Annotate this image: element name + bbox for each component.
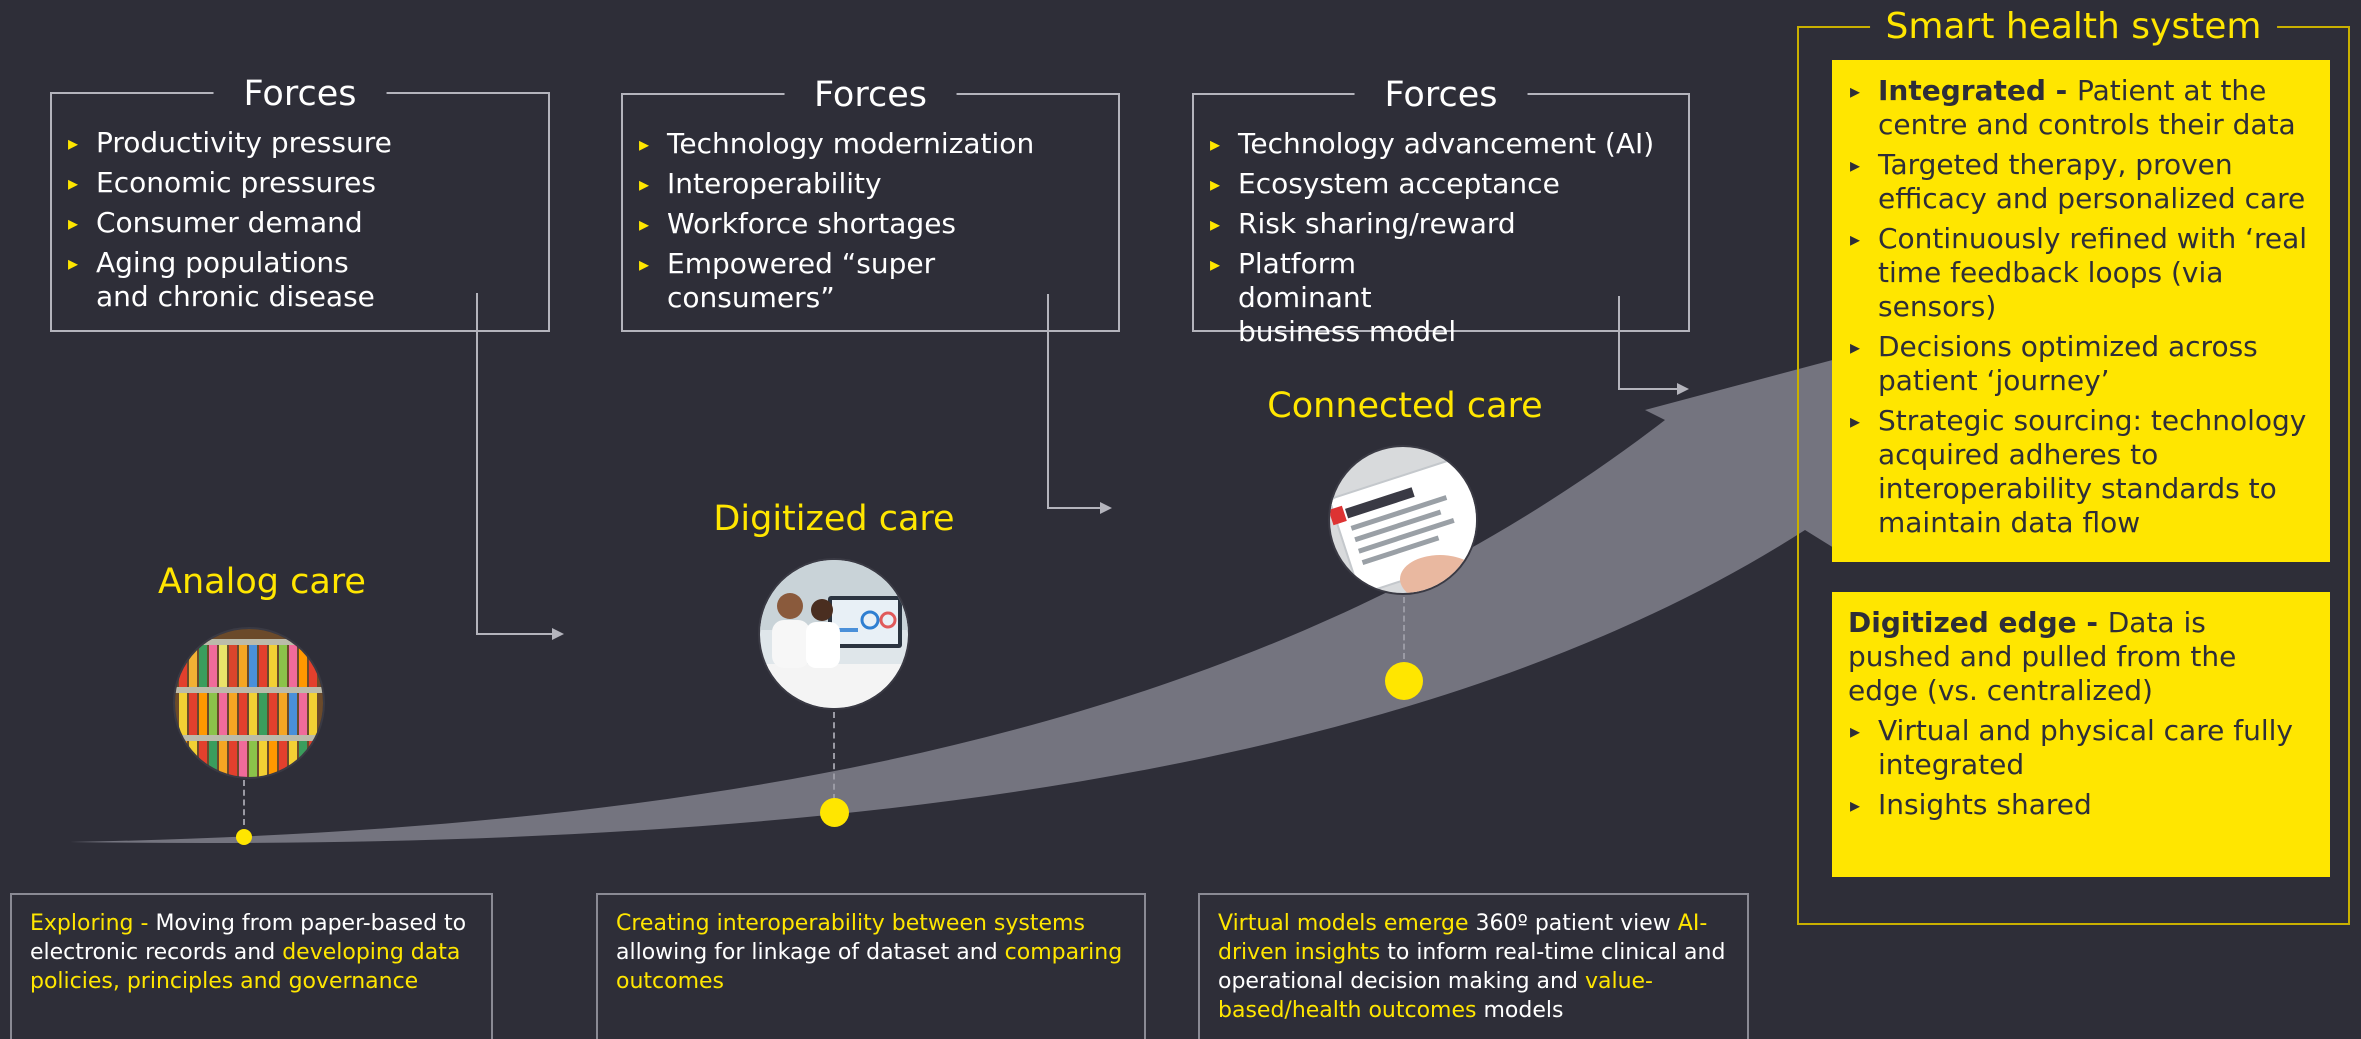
growth-curve-arrow [70, 358, 1842, 844]
force-item: Workforce shortages [637, 207, 1104, 241]
integrated-item: Decisions optimized across patient ‘jour… [1848, 330, 2314, 398]
digitized-edge-item: Virtual and physical care fully integrat… [1848, 714, 2314, 782]
force-item: Interoperability [637, 167, 1104, 201]
force-item: Aging populations and chronic disease [66, 246, 386, 314]
smart-health-system-frame: Smart health system [1797, 2, 2350, 925]
force-item: Technology advancement (AI) [1208, 127, 1674, 161]
force-item: Technology modernization [637, 127, 1104, 161]
forces-box-1: Forces Productivity pressure Economic pr… [50, 68, 550, 332]
digitized-edge-intro: Digitized edge - Data is pushed and pull… [1848, 606, 2314, 708]
force-item: Risk sharing/reward [1208, 207, 1674, 241]
desc-lead: Virtual models emerge [1218, 911, 1469, 936]
smart-health-digitized-edge-panel: Digitized edge - Data is pushed and pull… [1832, 592, 2330, 877]
force-item: Consumer demand [66, 206, 534, 240]
force-item: Platform dominant business model [1208, 247, 1498, 349]
integrated-list: Integrated - Patient at the centre and c… [1848, 74, 2314, 540]
stage-connector-connected [1403, 597, 1405, 659]
forces-title: Forces [1354, 69, 1528, 121]
doctors-at-monitor-photo [758, 558, 910, 710]
desc-text: models [1476, 998, 1564, 1023]
connector-arrowhead-3 [1677, 383, 1689, 395]
stage-label-connected-care: Connected care [1267, 386, 1543, 426]
digitized-edge-list: Virtual and physical care fully integrat… [1848, 714, 2314, 822]
force-item: Productivity pressure [66, 126, 534, 160]
stage-connector-digitized [833, 712, 835, 800]
desc-highlight: value-based/health outcomes [1218, 969, 1653, 1023]
integrated-item: Continuously refined with ‘real time fee… [1848, 222, 2314, 324]
stage-connector-analog [243, 780, 245, 825]
force-item: Empowered “super consumers” [637, 247, 1104, 315]
desc-highlight: comparing outcomes [616, 940, 1123, 994]
analog-care-description: Exploring - Moving from paper-based to e… [10, 893, 493, 1039]
connector-arrowhead-2 [1100, 502, 1112, 514]
stage-label-digitized-care: Digitized care [713, 499, 955, 539]
digitized-edge-bold: Digitized edge - [1848, 606, 2108, 639]
desc-lead: Creating interoperability between system… [616, 911, 1085, 936]
item-text: Patient at the centre and controls their… [1878, 74, 2296, 141]
connector-arrowhead-1 [552, 628, 564, 640]
forces-list: Technology advancement (AI) Ecosystem ac… [1208, 127, 1674, 349]
desc-text: to inform real-time clinical and operati… [1218, 940, 1726, 994]
integrated-item: Integrated - Patient at the centre and c… [1848, 74, 2314, 142]
force-item: Economic pressures [66, 166, 534, 200]
integrated-item: Targeted therapy, proven efficacy and pe… [1848, 148, 2314, 216]
stage-dot-analog [236, 829, 252, 845]
desc-lead: Exploring - [30, 911, 156, 936]
smart-health-integrated-panel: Integrated - Patient at the centre and c… [1832, 60, 2330, 562]
connector-arrow-1 [476, 293, 560, 635]
item-bold: Integrated - [1878, 74, 2078, 107]
digitized-edge-text: Data is pushed and pulled from the edge … [1848, 606, 2237, 707]
digitized-edge-item: Insights shared [1848, 788, 2314, 822]
forces-list: Technology modernization Interoperabilit… [637, 127, 1104, 315]
desc-highlight: developing data policies, principles and… [30, 940, 461, 994]
desc-text: 360º patient view [1468, 911, 1678, 936]
digitized-care-description: Creating interoperability between system… [596, 893, 1146, 1039]
stage-label-analog-care: Analog care [158, 562, 366, 602]
desc-text: Moving from paper-based to electronic re… [30, 911, 467, 965]
tablet-medical-record-photo [1328, 445, 1478, 595]
connector-arrow-2 [1047, 294, 1107, 509]
stage-dot-digitized [820, 798, 849, 827]
forces-box-2: Forces Technology modernization Interope… [621, 69, 1120, 332]
forces-box-3: Forces Technology advancement (AI) Ecosy… [1192, 69, 1690, 348]
desc-text: allowing for linkage of dataset and [616, 940, 1005, 965]
integrated-item: Strategic sourcing: technology acquired … [1848, 404, 2314, 540]
connected-care-description: Virtual models emerge 360º patient view … [1198, 893, 1749, 1039]
medical-records-shelves-photo [173, 627, 325, 779]
desc-highlight: AI-driven insights [1218, 911, 1708, 965]
forces-title: Forces [213, 68, 387, 120]
forces-list: Productivity pressure Economic pressures… [66, 126, 534, 314]
force-item: Ecosystem acceptance [1208, 167, 1674, 201]
connector-arrow-3 [1618, 296, 1683, 390]
forces-title: Forces [784, 69, 957, 121]
stage-dot-connected [1385, 662, 1423, 700]
smart-health-system-title: Smart health system [1869, 2, 2278, 52]
